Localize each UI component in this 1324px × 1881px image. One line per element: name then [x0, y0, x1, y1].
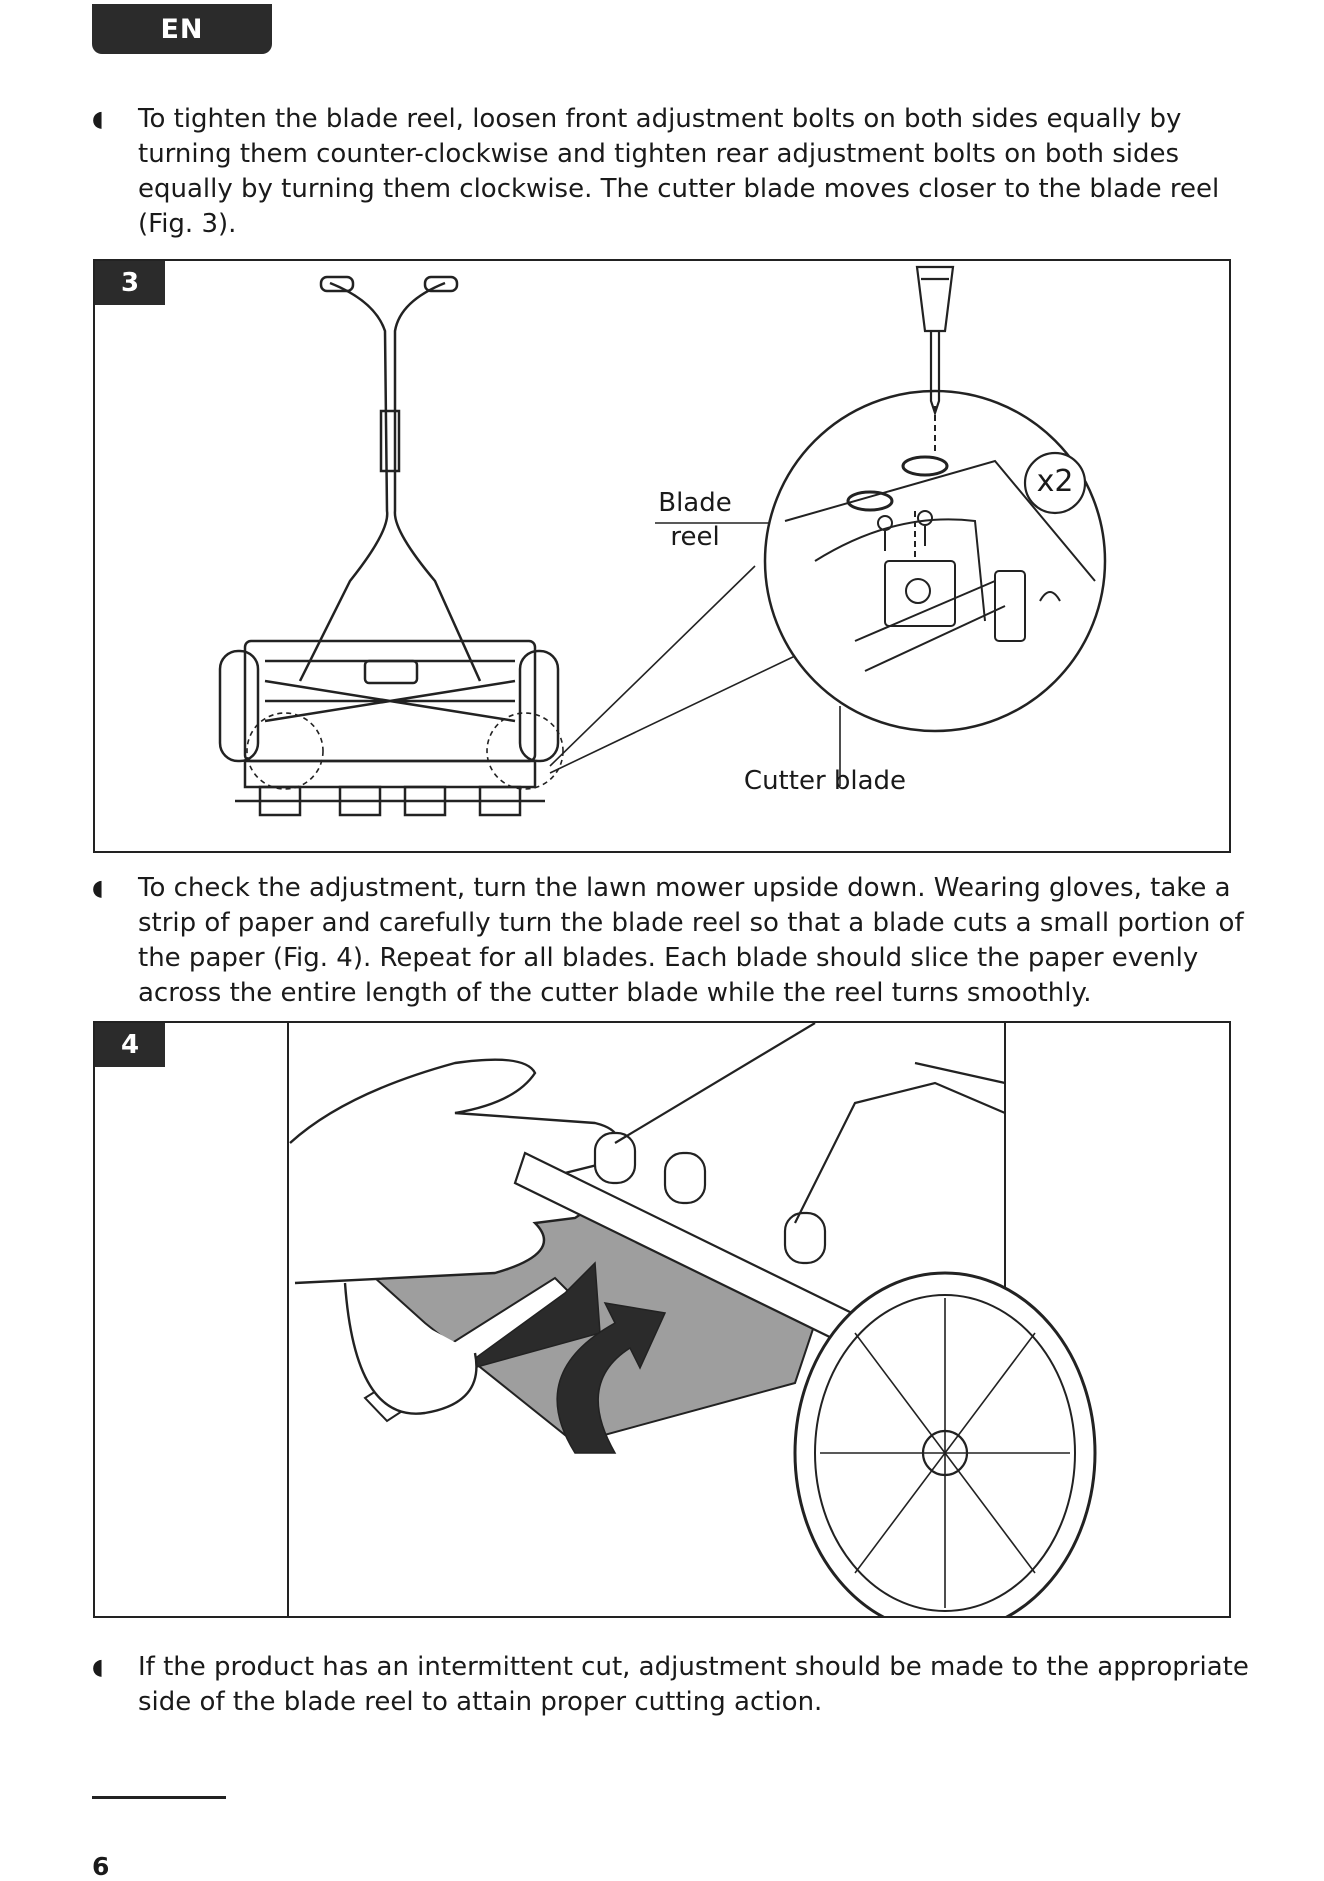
paragraph-text: If the product has an intermittent cut, … [138, 1652, 1249, 1717]
figure-4: 4 [93, 1021, 1231, 1618]
instruction-paragraph-2: ◖ To check the adjustment, turn the lawn… [92, 871, 1252, 1011]
blade-reel-label: Blade reel [658, 488, 732, 552]
figure-number: 4 [95, 1023, 165, 1067]
figure-3-illustration [218, 265, 1107, 817]
figure-4-illustration [287, 1023, 1097, 1616]
instruction-paragraph-3: ◖ If the product has an intermittent cut… [92, 1650, 1252, 1720]
footer-rule [92, 1796, 226, 1799]
figure-3: 3 [93, 259, 1231, 853]
language-tab: EN [92, 4, 272, 54]
page-number: 6 [92, 1852, 110, 1881]
figure-number: 3 [95, 261, 165, 305]
bullet-icon: ◖ [92, 107, 104, 132]
multiplier-label: x2 [1036, 464, 1074, 499]
bullet-icon: ◖ [92, 1655, 104, 1680]
instruction-paragraph-1: ◖ To tighten the blade reel, loosen fron… [92, 102, 1252, 242]
paragraph-text: To check the adjustment, turn the lawn m… [138, 873, 1244, 1008]
paragraph-text: To tighten the blade reel, loosen front … [138, 104, 1220, 239]
bullet-icon: ◖ [92, 876, 104, 901]
cutter-blade-label: Cutter blade [743, 766, 907, 796]
